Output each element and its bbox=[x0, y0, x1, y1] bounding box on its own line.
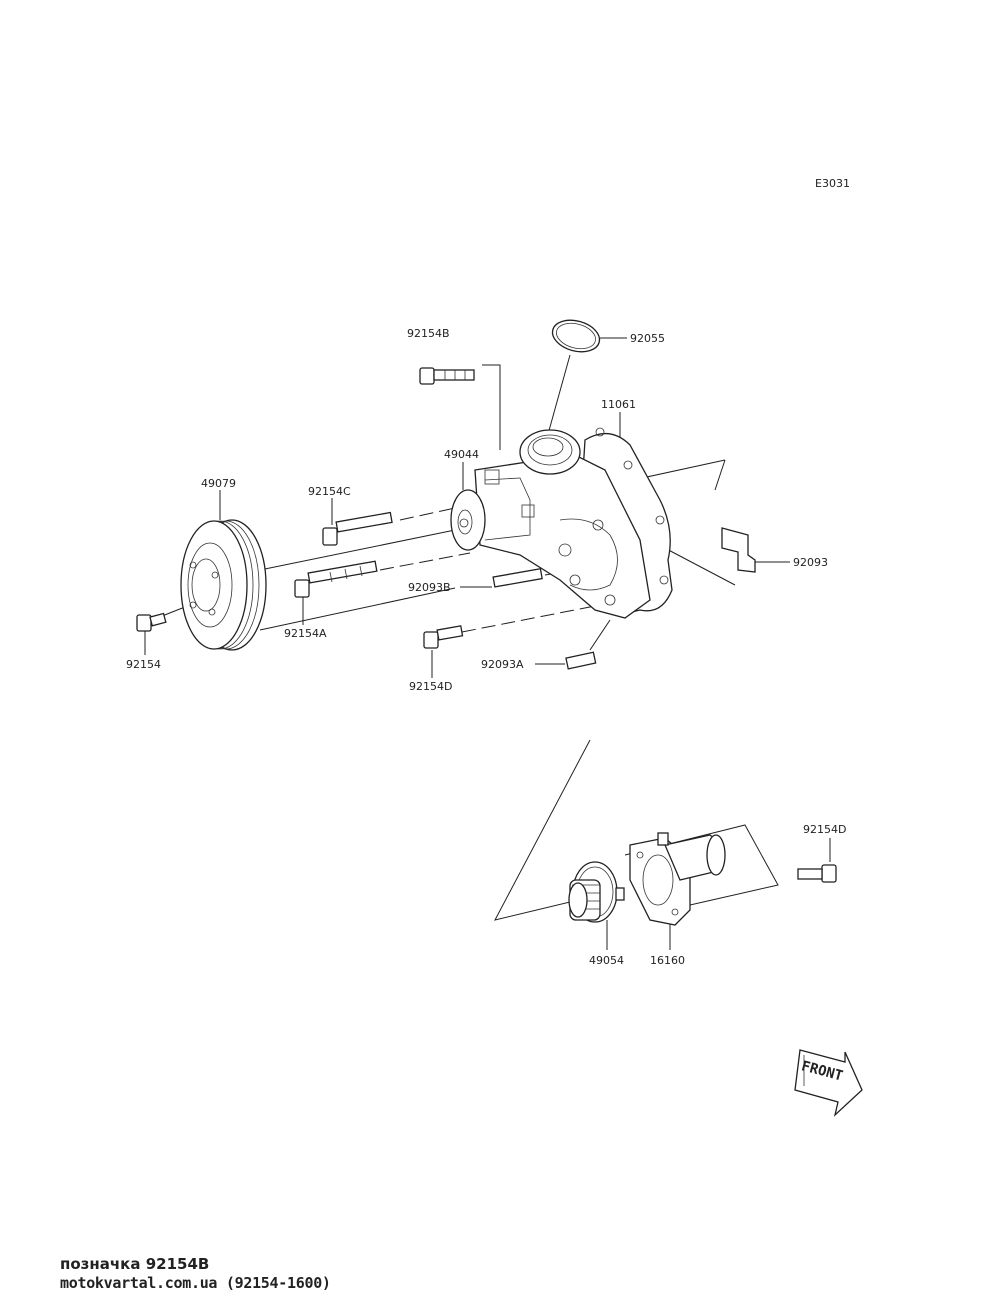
label-92154D-lower: 92154D bbox=[803, 823, 846, 836]
label-92093A: 92093A bbox=[481, 658, 524, 671]
pin-92093A bbox=[565, 651, 597, 670]
bolt-92154B bbox=[419, 367, 475, 385]
label-92093B: 92093B bbox=[408, 581, 451, 594]
label-49054: 49054 bbox=[589, 954, 624, 967]
pulley-49079 bbox=[180, 519, 267, 651]
caption-part-mark: позначка 92154B bbox=[60, 1255, 210, 1273]
bolt-92154C bbox=[322, 511, 393, 546]
label-92154: 92154 bbox=[126, 658, 161, 671]
water-pump-49044 bbox=[450, 429, 651, 619]
pin-92093B bbox=[492, 567, 543, 588]
label-92154D-upper: 92154D bbox=[409, 680, 452, 693]
front-arrow-icon: FRONT bbox=[794, 1049, 863, 1117]
caption-source: motokvartal.com.ua (92154-1600) bbox=[60, 1274, 331, 1292]
guide-lines bbox=[144, 337, 831, 950]
thermostat-49054 bbox=[568, 861, 625, 923]
bolt-92154 bbox=[136, 612, 167, 632]
bolt-92154D-lower bbox=[797, 864, 837, 883]
bolt-92154A bbox=[294, 560, 378, 598]
label-92154B: 92154B bbox=[407, 327, 450, 340]
label-92093: 92093 bbox=[793, 556, 828, 569]
diagram-code: E3031 bbox=[815, 177, 850, 190]
label-49044: 49044 bbox=[444, 448, 479, 461]
bolt-92154D-upper bbox=[423, 625, 464, 649]
label-92055: 92055 bbox=[630, 332, 665, 345]
label-11061: 11061 bbox=[601, 398, 636, 411]
label-92154C: 92154C bbox=[308, 485, 351, 498]
label-49079: 49079 bbox=[201, 477, 236, 490]
label-92154A: 92154A bbox=[284, 627, 327, 640]
thermostat-housing-16160 bbox=[629, 832, 726, 926]
clip-92093 bbox=[721, 527, 756, 573]
label-16160: 16160 bbox=[650, 954, 685, 967]
